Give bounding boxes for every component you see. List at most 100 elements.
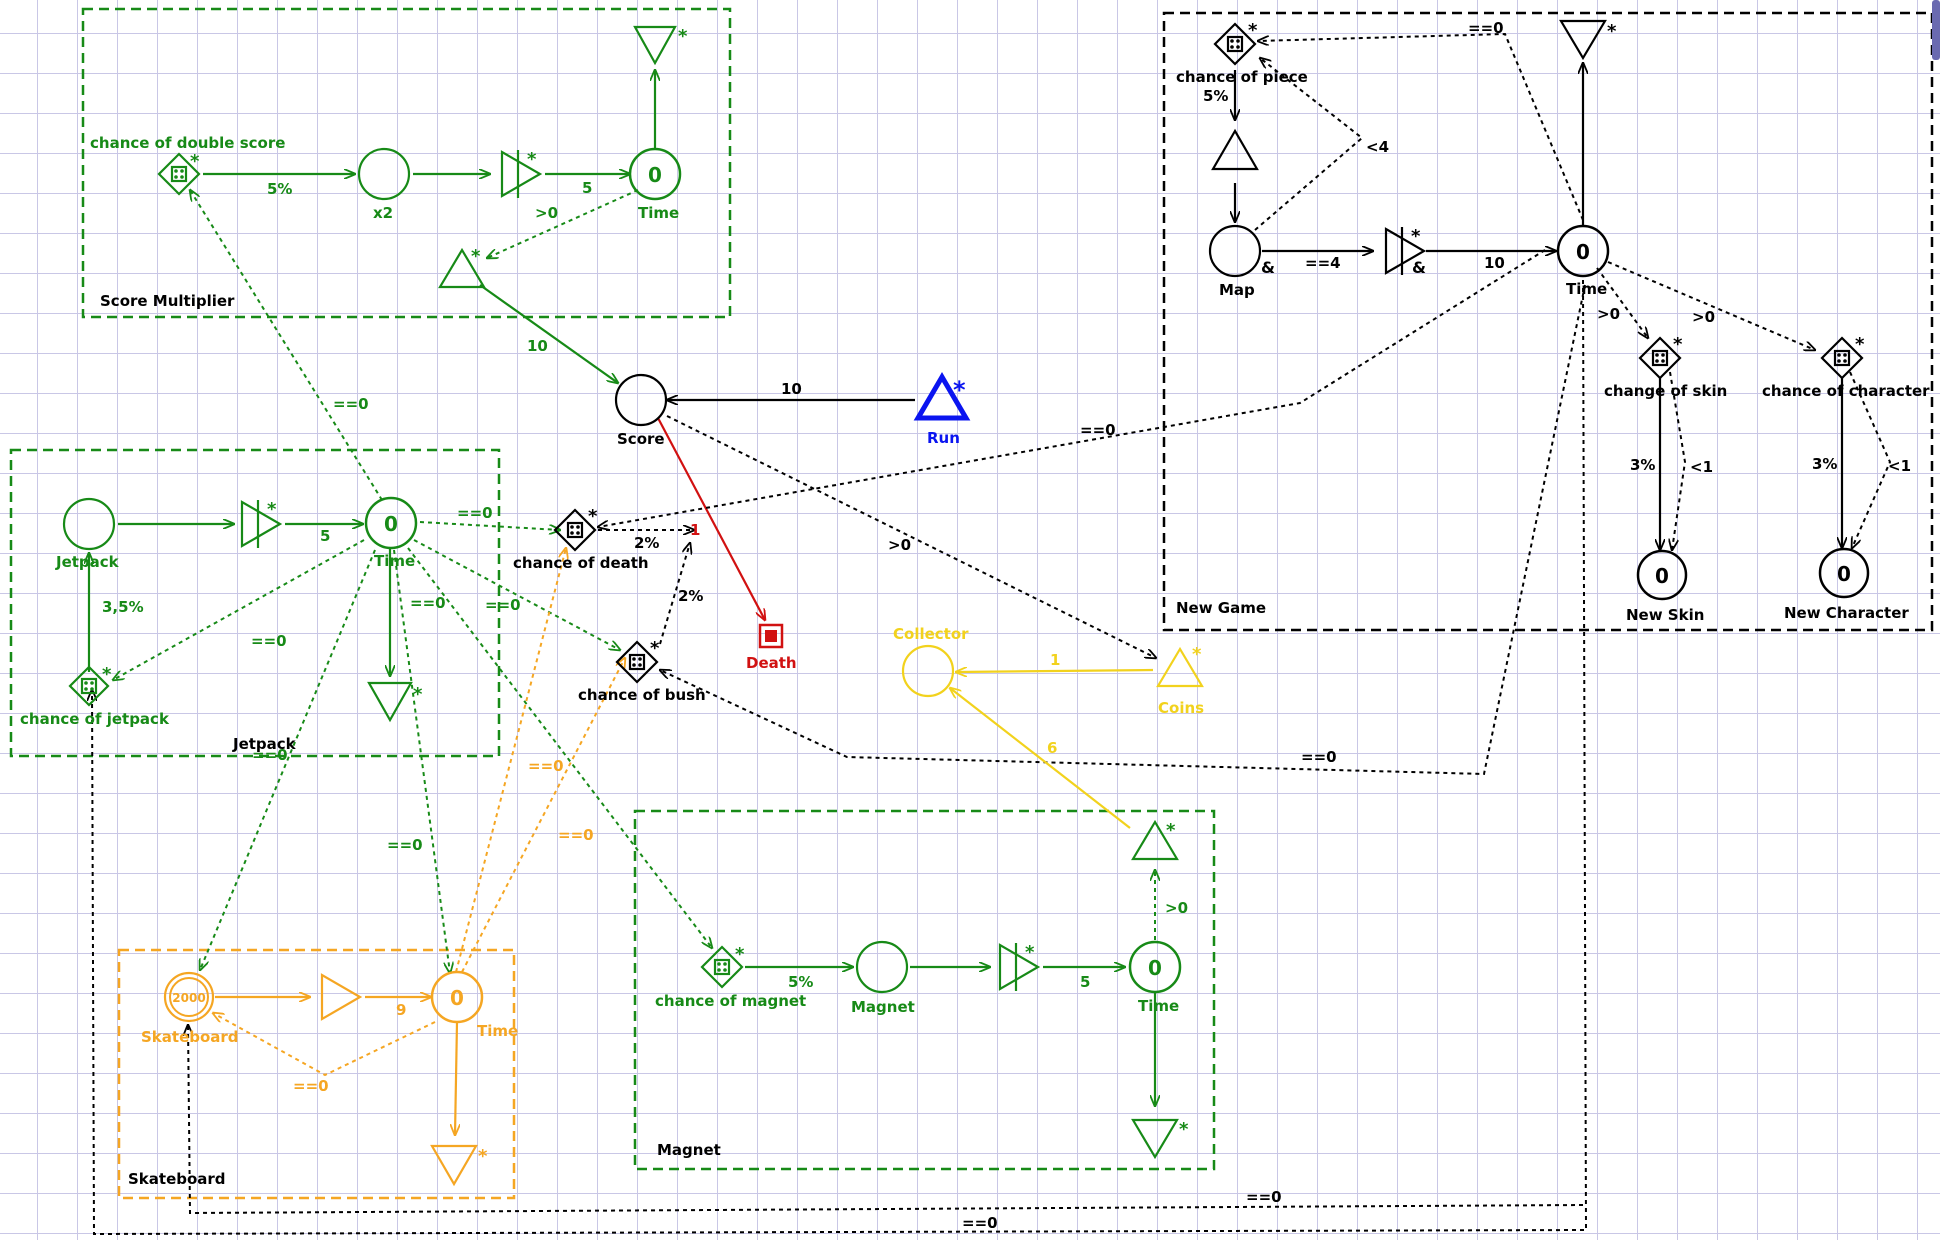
edge-label: ==0 bbox=[251, 632, 287, 650]
pool-time-magnet[interactable]: 0 Time bbox=[1128, 940, 1182, 1015]
group-magnet[interactable]: Magnet bbox=[633, 809, 1216, 1171]
edge[interactable] bbox=[1254, 58, 1364, 231]
gate-chance-of-double-score[interactable]: * chance of double score bbox=[90, 134, 285, 196]
edge[interactable] bbox=[1258, 32, 1584, 221]
source-new-game[interactable] bbox=[1211, 128, 1259, 171]
edge[interactable] bbox=[188, 1025, 1584, 1215]
edge[interactable] bbox=[200, 549, 376, 970]
pool-x2[interactable]: x2 bbox=[357, 147, 411, 222]
pool-jetpack[interactable]: Jetpack bbox=[55, 497, 120, 571]
drain-magnet[interactable]: * bbox=[1131, 1118, 1189, 1160]
pool-time-new-game[interactable]: 0 Time bbox=[1556, 224, 1610, 298]
dice-icon bbox=[566, 521, 584, 539]
scrollbar-thumb[interactable] bbox=[1932, 0, 1940, 60]
node-label: chance of double score bbox=[90, 134, 285, 152]
drain-jetpack[interactable]: * bbox=[367, 681, 423, 723]
edge-label: <1 bbox=[1690, 458, 1713, 476]
end-condition-death[interactable]: Death bbox=[746, 623, 797, 672]
group-new-game[interactable]: New Game bbox=[1162, 11, 1934, 632]
edge-label: 5 bbox=[1080, 973, 1090, 991]
pool-score[interactable]: Score bbox=[614, 373, 668, 448]
edge[interactable] bbox=[407, 547, 712, 948]
converter-skateboard[interactable] bbox=[320, 973, 363, 1021]
edge-label: ==0 bbox=[252, 746, 288, 764]
edge[interactable] bbox=[393, 549, 450, 973]
gate-chance-of-magnet[interactable]: * chance of magnet bbox=[655, 944, 806, 1010]
edge[interactable] bbox=[113, 539, 365, 680]
pool-count: 0 bbox=[648, 163, 662, 187]
node-label: chance of jetpack bbox=[20, 710, 170, 728]
pool-map[interactable]: & Map bbox=[1208, 224, 1275, 299]
pool-time-jetpack[interactable]: 0 Time bbox=[364, 496, 418, 570]
edge[interactable] bbox=[92, 279, 1588, 1236]
edge[interactable] bbox=[479, 284, 618, 383]
pool-time-skateboard[interactable]: 0 Time bbox=[430, 970, 518, 1040]
converter-new-game[interactable]: * & bbox=[1384, 226, 1427, 277]
group-jetpack[interactable]: Jetpack bbox=[9, 448, 501, 758]
edge[interactable] bbox=[660, 284, 1586, 776]
pool-time-score-multiplier[interactable]: 0 Time bbox=[628, 147, 682, 222]
edge-label: ==0 bbox=[1080, 421, 1116, 439]
dice-icon bbox=[1833, 349, 1851, 367]
gate-chance-of-piece[interactable]: * chance of piece bbox=[1176, 20, 1308, 86]
drain-new-game[interactable]: * bbox=[1559, 19, 1617, 61]
star-marker: * bbox=[267, 499, 277, 520]
edge[interactable] bbox=[1670, 371, 1687, 550]
edge[interactable] bbox=[666, 415, 1156, 658]
edge[interactable] bbox=[598, 249, 1546, 527]
edge[interactable] bbox=[487, 189, 639, 258]
edge-label: >0 bbox=[1692, 308, 1715, 326]
group-score-multiplier[interactable]: Score Multiplier bbox=[81, 7, 732, 319]
star-marker: * bbox=[588, 506, 598, 527]
star-marker: * bbox=[1855, 334, 1865, 355]
dice-icon bbox=[170, 165, 188, 183]
edge[interactable] bbox=[950, 688, 1131, 829]
edge[interactable] bbox=[419, 521, 560, 530]
pool-new-character[interactable]: 0 New Character bbox=[1784, 547, 1909, 622]
source-score-multiplier[interactable]: * bbox=[438, 246, 486, 289]
pool-count: 0 bbox=[1576, 240, 1590, 264]
edge[interactable] bbox=[1849, 371, 1892, 548]
edge[interactable] bbox=[213, 1013, 436, 1077]
edge[interactable] bbox=[413, 539, 620, 650]
dice-icon bbox=[1651, 349, 1669, 367]
edges bbox=[89, 32, 1892, 1236]
pool-new-skin[interactable]: 0 New Skin bbox=[1626, 549, 1704, 624]
converter-jetpack[interactable]: * bbox=[240, 499, 283, 548]
pool-count: 2000 bbox=[172, 991, 205, 1005]
converter-score-multiplier[interactable]: * bbox=[500, 149, 543, 198]
converter-magnet[interactable]: * bbox=[998, 942, 1041, 991]
edge[interactable] bbox=[455, 1021, 457, 1135]
node-label: chance of magnet bbox=[655, 992, 806, 1010]
source-coins[interactable]: * Coins bbox=[1156, 644, 1204, 717]
edge[interactable] bbox=[461, 658, 625, 973]
gate-change-of-skin[interactable]: * change of skin bbox=[1604, 334, 1727, 400]
edge[interactable] bbox=[659, 543, 690, 645]
gate-chance-of-death[interactable]: * chance of death bbox=[513, 506, 649, 572]
edge[interactable] bbox=[1596, 267, 1648, 338]
node-label: x2 bbox=[373, 204, 393, 222]
source-run[interactable]: * Run bbox=[913, 372, 971, 447]
group-skateboard[interactable]: Skateboard bbox=[117, 948, 516, 1200]
edge[interactable] bbox=[455, 548, 566, 973]
node-label: Collector bbox=[893, 625, 969, 643]
drain-score-multiplier[interactable]: * bbox=[633, 25, 688, 66]
edge[interactable] bbox=[657, 417, 765, 620]
edge[interactable] bbox=[956, 670, 1154, 672]
drain-skateboard[interactable]: * bbox=[430, 1144, 488, 1187]
source-magnet[interactable]: * bbox=[1131, 819, 1179, 861]
gate-chance-of-character[interactable]: * chance of character bbox=[1762, 334, 1930, 400]
gate-chance-of-jetpack[interactable]: * chance of jetpack bbox=[20, 664, 170, 728]
pool-collector[interactable]: Collector bbox=[893, 625, 969, 698]
group-label: Skateboard bbox=[128, 1170, 226, 1188]
edge-label: <4 bbox=[1366, 138, 1389, 156]
edge[interactable] bbox=[1607, 261, 1815, 350]
pool-skateboard[interactable]: 2000 Skateboard bbox=[141, 971, 239, 1046]
pool-magnet[interactable]: Magnet bbox=[851, 940, 915, 1016]
edge-label: ==0 bbox=[1246, 1188, 1282, 1206]
gate-chance-of-bush[interactable]: * chance of bush bbox=[578, 638, 706, 704]
edge-label: ==0 bbox=[485, 596, 521, 614]
edge[interactable] bbox=[190, 190, 383, 501]
